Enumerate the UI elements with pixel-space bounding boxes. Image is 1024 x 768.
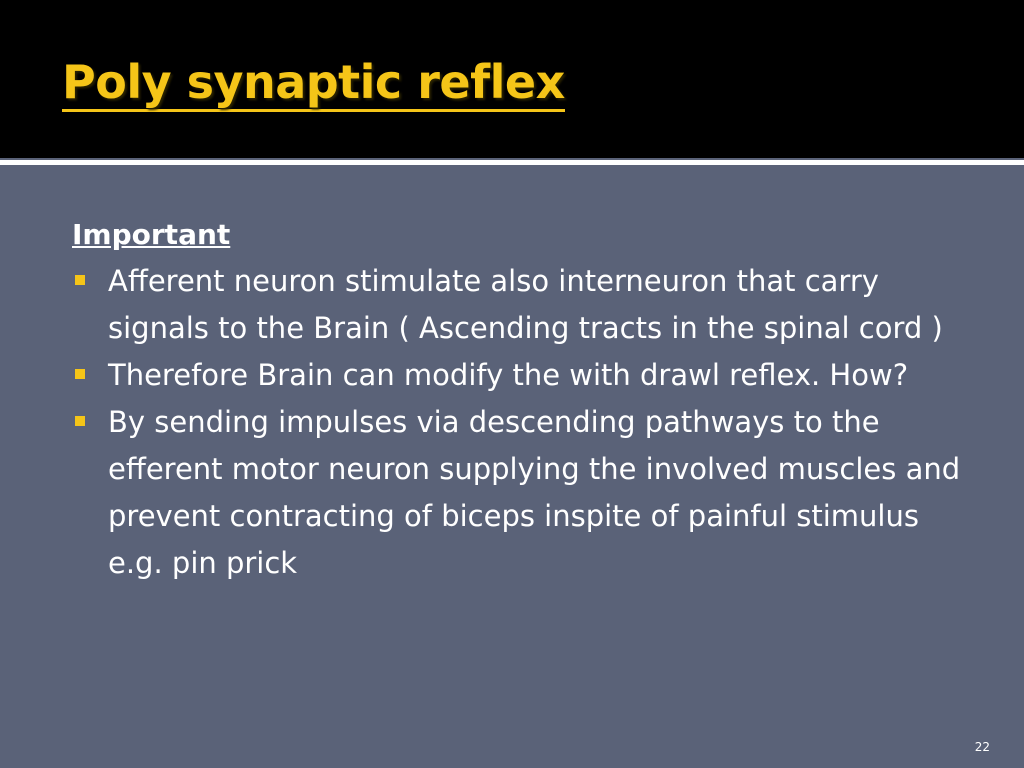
subheading: Important bbox=[72, 218, 231, 251]
square-bullet-icon bbox=[75, 275, 85, 285]
bullet-item: Afferent neuron stimulate also interneur… bbox=[72, 258, 972, 352]
bullet-text: By sending impulses via descending pathw… bbox=[108, 405, 961, 580]
square-bullet-icon bbox=[75, 416, 85, 426]
square-bullet-icon bbox=[75, 369, 85, 379]
bullet-text: Therefore Brain can modify the with draw… bbox=[108, 358, 909, 392]
bullet-text: Afferent neuron stimulate also interneur… bbox=[108, 264, 943, 345]
bullet-list: Afferent neuron stimulate also interneur… bbox=[72, 258, 972, 587]
slide-title: Poly synaptic reflex bbox=[62, 56, 565, 112]
bullet-item: By sending impulses via descending pathw… bbox=[72, 399, 972, 587]
slide-body: Important Afferent neuron stimulate also… bbox=[72, 212, 972, 587]
title-divider bbox=[0, 160, 1024, 165]
title-bar: Poly synaptic reflex bbox=[0, 0, 1024, 158]
bullet-item: Therefore Brain can modify the with draw… bbox=[72, 352, 972, 399]
page-number: 22 bbox=[974, 740, 990, 754]
